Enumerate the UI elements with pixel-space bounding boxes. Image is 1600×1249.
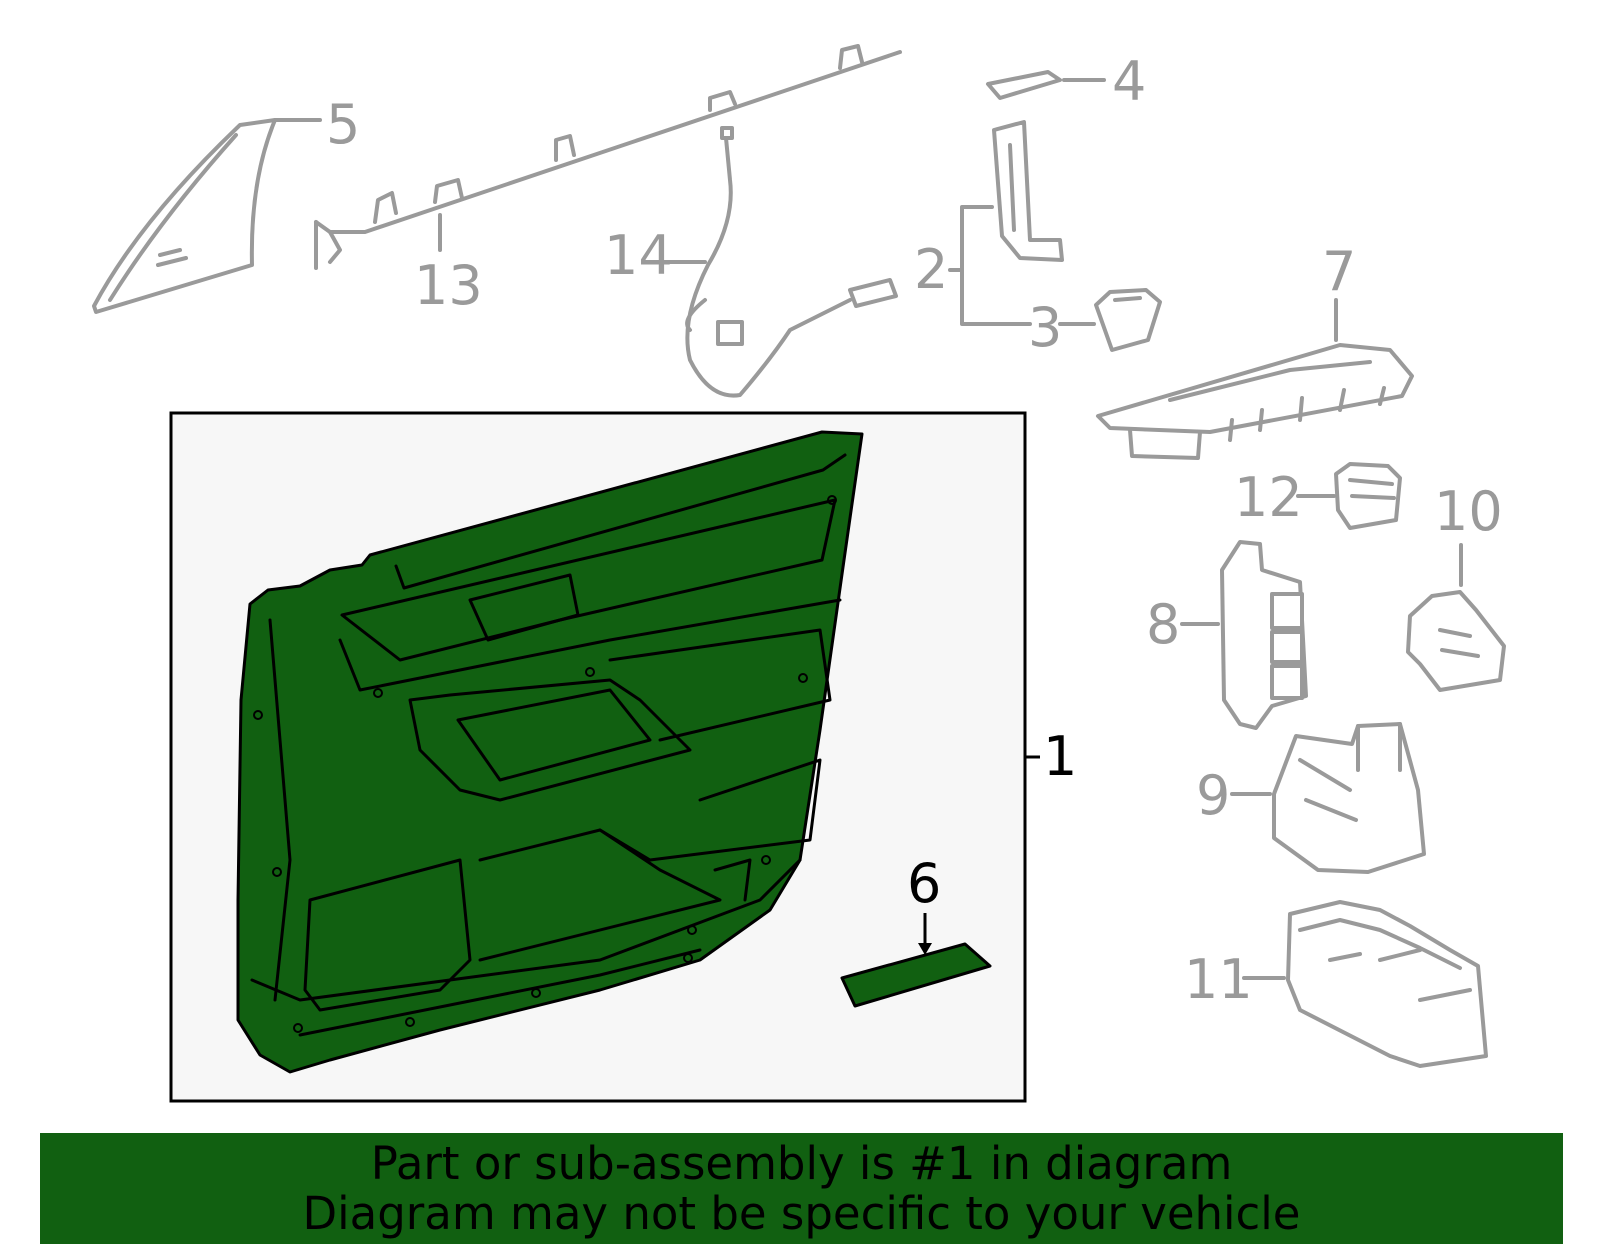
callout-3: 3 xyxy=(1028,296,1062,359)
switch-10[interactable] xyxy=(1406,590,1506,692)
clip[interactable] xyxy=(1094,288,1162,352)
callout-6: 6 xyxy=(907,852,941,915)
callout-12: 12 xyxy=(1234,466,1303,529)
callout-10: 10 xyxy=(1434,480,1503,543)
callout-6-arrowhead xyxy=(918,943,932,955)
notice-banner: Part or sub-assembly is #1 in diagram Di… xyxy=(40,1133,1563,1244)
callout-5: 5 xyxy=(326,93,360,156)
trim-strip[interactable] xyxy=(840,942,992,1008)
door-trim-panel[interactable] xyxy=(236,430,864,1074)
switch-8[interactable] xyxy=(1220,540,1308,730)
harness-rail[interactable] xyxy=(314,44,902,270)
wire-harness[interactable] xyxy=(685,126,898,398)
callout-9: 9 xyxy=(1196,764,1230,827)
bracket[interactable] xyxy=(992,120,1064,262)
switch-9[interactable] xyxy=(1272,722,1426,874)
callout-1: 1 xyxy=(1043,725,1077,788)
pad[interactable] xyxy=(986,70,1062,100)
mirror-trim-cover[interactable] xyxy=(92,118,277,314)
callout-2: 2 xyxy=(914,238,948,301)
banner-line-2: Diagram may not be specific to your vehi… xyxy=(302,1187,1301,1240)
callout-13: 13 xyxy=(414,254,483,317)
callout-8: 8 xyxy=(1146,593,1180,656)
callout-7: 7 xyxy=(1322,240,1356,303)
callout-11: 11 xyxy=(1184,948,1253,1011)
switch-11[interactable] xyxy=(1286,900,1488,1068)
callout-4: 4 xyxy=(1112,50,1146,113)
switch-bezel[interactable] xyxy=(1096,343,1414,460)
switch-knob[interactable] xyxy=(1334,462,1402,530)
callout-14: 14 xyxy=(604,224,673,287)
callout-2-bracket-line xyxy=(948,205,1032,326)
banner-line-1: Part or sub-assembly is #1 in diagram xyxy=(370,1137,1233,1190)
